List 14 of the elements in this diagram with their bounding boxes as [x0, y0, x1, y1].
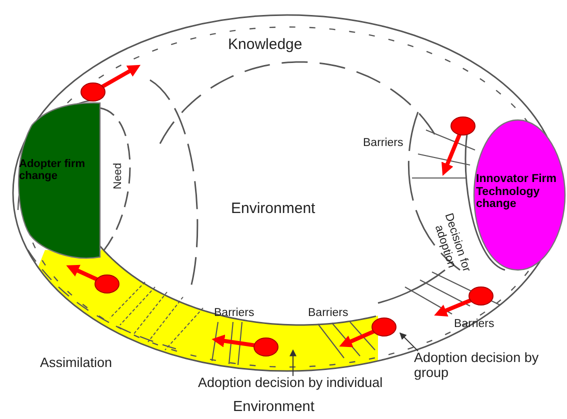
barrier-label: Barriers	[308, 307, 348, 320]
barrier-label: Barriers	[363, 137, 404, 150]
region-label: Assimilation	[40, 356, 112, 371]
region-label: Knowledge	[228, 37, 302, 54]
barrier-label: Barriers	[214, 307, 254, 320]
leader-arrow	[400, 332, 418, 352]
region-label: Environment	[231, 201, 316, 218]
need-label: Need	[112, 162, 124, 192]
node-label: Innovator Firm Technology change	[476, 173, 558, 211]
annotation-text: Adoption decision by individual	[198, 376, 384, 391]
region-label: Environment	[233, 400, 314, 416]
leader-arrow	[290, 349, 296, 376]
decision-label: Decision for adoption	[432, 210, 474, 276]
annotation-text: Adoption decision by group	[414, 351, 540, 381]
